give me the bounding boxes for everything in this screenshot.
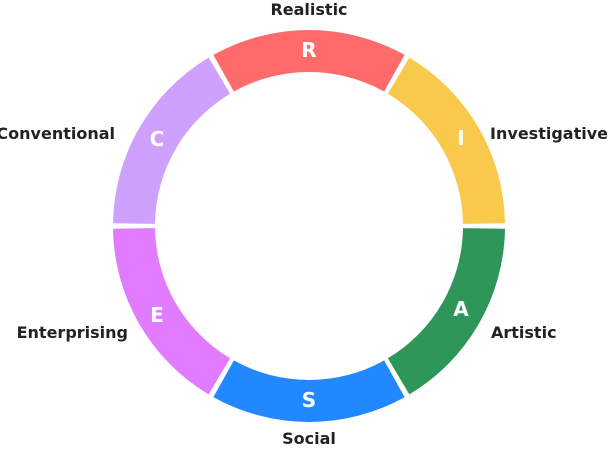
letter-realistic: R: [301, 38, 316, 62]
label-conventional: Conventional: [0, 124, 115, 143]
segment-realistic: [213, 30, 405, 92]
label-artistic: Artistic: [491, 323, 557, 342]
label-social: Social: [282, 429, 336, 448]
segment-artistic: [387, 228, 505, 395]
segment-letters: R I A S E C: [150, 38, 470, 412]
letter-artistic: A: [453, 297, 469, 321]
letter-investigative: I: [457, 126, 464, 150]
segment-investigative: [387, 57, 505, 224]
ring: [113, 30, 505, 422]
letter-social: S: [302, 388, 316, 412]
segment-enterprising: [113, 228, 231, 395]
label-investigative: Investigative: [490, 124, 608, 143]
label-realistic: Realistic: [270, 0, 347, 19]
segment-conventional: [113, 57, 231, 224]
letter-conventional: C: [150, 127, 165, 151]
letter-enterprising: E: [150, 303, 164, 327]
segment-social: [213, 360, 405, 422]
label-enterprising: Enterprising: [17, 323, 128, 342]
